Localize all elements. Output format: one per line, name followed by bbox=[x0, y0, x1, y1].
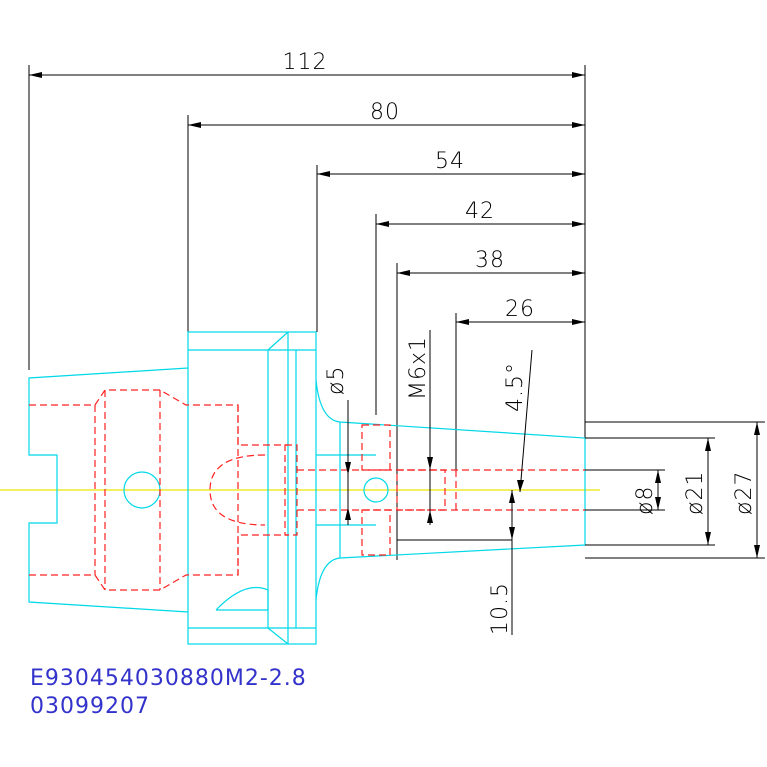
length-dimensions: 112 80 54 42 38 26 bbox=[28, 50, 586, 560]
dimension-38: 38 bbox=[475, 248, 505, 273]
hidden-lines bbox=[29, 389, 585, 591]
dimension-d27: ø27 bbox=[732, 471, 757, 515]
dimension-80: 80 bbox=[370, 100, 400, 125]
tool-holder-outline bbox=[28, 331, 586, 645]
dimension-d5: ø5 bbox=[324, 366, 349, 395]
dimension-m6x1: M6x1 bbox=[406, 336, 431, 400]
dimension-d8: ø8 bbox=[633, 486, 658, 515]
dimension-10-5: 10.5 bbox=[488, 582, 513, 635]
part-number: E930454030880M2-2.8 bbox=[30, 666, 307, 691]
dimension-42: 42 bbox=[465, 199, 495, 224]
dimension-d21: ø21 bbox=[683, 471, 708, 515]
serial-number: 03099207 bbox=[30, 694, 150, 719]
dimension-112: 112 bbox=[283, 50, 328, 75]
vertical-dimensions: ø5 M6x1 4.5° 10.5 ø8 ø21 ø27 bbox=[324, 330, 765, 635]
dimension-angle: 4.5° bbox=[503, 362, 528, 412]
dimension-54: 54 bbox=[435, 149, 465, 174]
dimension-26: 26 bbox=[505, 297, 535, 322]
